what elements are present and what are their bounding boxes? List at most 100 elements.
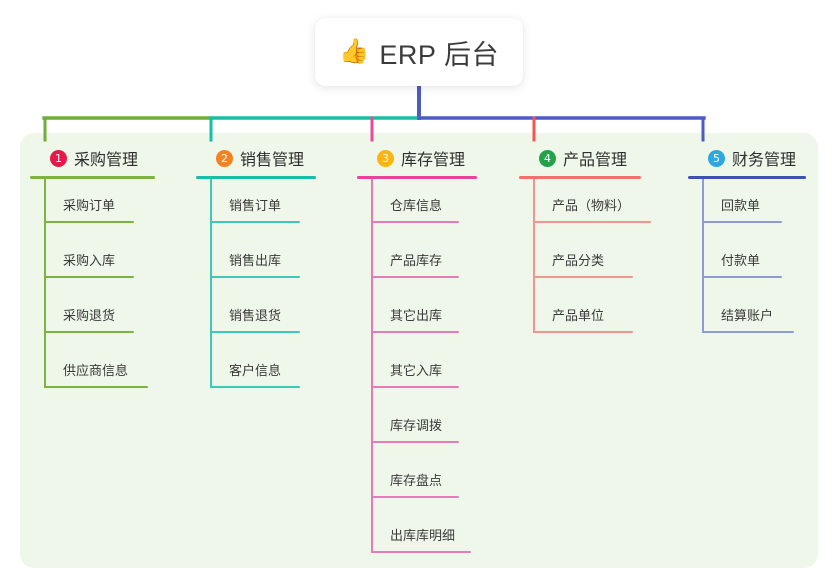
column-badge-5: 5 bbox=[708, 149, 725, 167]
tree-leaf-item[interactable]: 其它出库 bbox=[357, 289, 507, 344]
tree-leaf-label: 结算账户 bbox=[721, 308, 774, 323]
column-header-rule-1 bbox=[30, 176, 155, 179]
column-items-5: 回款单付款单结算账户 bbox=[688, 179, 818, 344]
tree-leaf-item[interactable]: 回款单 bbox=[688, 179, 818, 234]
tree-leaf-label: 销售订单 bbox=[229, 198, 282, 213]
tree-leaf-rule bbox=[210, 386, 300, 388]
tree-leaf-rule bbox=[533, 276, 633, 278]
tree-leaf-label: 付款单 bbox=[721, 253, 761, 268]
column-header-rule-3 bbox=[357, 176, 477, 179]
column-badge-3: 3 bbox=[377, 149, 394, 167]
tree-leaf-rule bbox=[371, 221, 459, 223]
thumbs-up-icon: 👍 bbox=[339, 38, 370, 65]
tree-leaf-label: 客户信息 bbox=[229, 363, 282, 378]
column-header-rule-2 bbox=[196, 176, 316, 179]
tree-leaf-label: 其它入库 bbox=[390, 363, 443, 378]
column-header-rule-5 bbox=[688, 176, 806, 179]
root-node-title: 👍 ERP 后台 bbox=[339, 33, 499, 72]
tree-leaf-rule bbox=[533, 331, 633, 333]
tree-leaf-item[interactable]: 库存盘点 bbox=[357, 454, 507, 509]
tree-leaf-label: 产品（物料） bbox=[552, 198, 631, 213]
column-5: 5 财务管理回款单付款单结算账户 bbox=[688, 146, 818, 344]
tree-leaf-rule bbox=[210, 331, 300, 333]
tree-leaf-label: 产品单位 bbox=[552, 308, 605, 323]
column-4: 4 产品管理产品（物料） 产品分类产品单位 bbox=[519, 146, 679, 344]
tree-leaf-rule bbox=[702, 221, 782, 223]
tree-leaf-rule bbox=[371, 496, 459, 498]
tree-leaf-rule bbox=[702, 276, 782, 278]
column-title-3: 库存管理 bbox=[401, 152, 466, 169]
column-badge-1: 1 bbox=[50, 149, 67, 167]
column-spine-1 bbox=[44, 179, 46, 388]
tree-leaf-rule bbox=[702, 331, 794, 333]
tree-leaf-label: 库存调拨 bbox=[390, 418, 443, 433]
column-title-5: 财务管理 bbox=[732, 152, 797, 169]
tree-leaf-item[interactable]: 销售订单 bbox=[196, 179, 346, 234]
column-spine-5 bbox=[702, 179, 704, 333]
tree-leaf-item[interactable]: 其它入库 bbox=[357, 344, 507, 399]
tree-leaf-rule bbox=[371, 331, 459, 333]
root-node-card[interactable]: 👍 ERP 后台 bbox=[315, 18, 523, 86]
tree-leaf-item[interactable]: 采购入库 bbox=[30, 234, 180, 289]
column-items-3: 仓库信息产品库存其它出库其它入库库存调拨库存盘点出库库明细 bbox=[357, 179, 507, 564]
column-items-2: 销售订单销售出库销售退货客户信息 bbox=[196, 179, 346, 399]
tree-leaf-label: 库存盘点 bbox=[390, 473, 443, 488]
tree-leaf-rule bbox=[371, 441, 459, 443]
tree-leaf-item[interactable]: 产品单位 bbox=[519, 289, 679, 344]
tree-leaf-item[interactable]: 产品（物料） bbox=[519, 179, 679, 234]
tree-leaf-item[interactable]: 结算账户 bbox=[688, 289, 818, 344]
tree-leaf-label: 出库库明细 bbox=[390, 528, 456, 543]
column-title-4: 产品管理 bbox=[563, 152, 628, 169]
column-title-1: 采购管理 bbox=[74, 152, 139, 169]
tree-leaf-item[interactable]: 客户信息 bbox=[196, 344, 346, 399]
tree-leaf-label: 产品库存 bbox=[390, 253, 443, 268]
tree-leaf-item[interactable]: 供应商信息 bbox=[30, 344, 180, 399]
tree-leaf-label: 销售出库 bbox=[229, 253, 282, 268]
column-header-5[interactable]: 5 财务管理 bbox=[688, 146, 818, 170]
tree-leaf-rule bbox=[44, 331, 134, 333]
tree-leaf-item[interactable]: 采购退货 bbox=[30, 289, 180, 344]
column-1: 1 采购管理采购订单采购入库采购退货供应商信息 bbox=[30, 146, 180, 399]
tree-leaf-item[interactable]: 销售出库 bbox=[196, 234, 346, 289]
tree-leaf-item[interactable]: 库存调拨 bbox=[357, 399, 507, 454]
column-header-4[interactable]: 4 产品管理 bbox=[519, 146, 679, 170]
tree-leaf-rule bbox=[210, 276, 300, 278]
tree-leaf-item[interactable]: 付款单 bbox=[688, 234, 818, 289]
tree-leaf-item[interactable]: 产品库存 bbox=[357, 234, 507, 289]
tree-leaf-rule bbox=[371, 276, 459, 278]
tree-leaf-rule bbox=[44, 276, 134, 278]
tree-leaf-label: 其它出库 bbox=[390, 308, 443, 323]
tree-panel-background bbox=[20, 133, 818, 568]
root-node-label: ERP 后台 bbox=[379, 39, 499, 70]
tree-leaf-rule bbox=[533, 221, 651, 223]
column-header-1[interactable]: 1 采购管理 bbox=[30, 146, 180, 170]
column-items-4: 产品（物料） 产品分类产品单位 bbox=[519, 179, 679, 344]
tree-leaf-item[interactable]: 销售退货 bbox=[196, 289, 346, 344]
column-header-3[interactable]: 3 库存管理 bbox=[357, 146, 507, 170]
tree-leaf-label: 采购订单 bbox=[63, 198, 116, 213]
tree-leaf-label: 采购退货 bbox=[63, 308, 116, 323]
tree-leaf-rule bbox=[44, 221, 134, 223]
tree-leaf-label: 供应商信息 bbox=[63, 363, 129, 378]
tree-leaf-label: 仓库信息 bbox=[390, 198, 443, 213]
column-badge-4: 4 bbox=[539, 149, 556, 167]
column-items-1: 采购订单采购入库采购退货供应商信息 bbox=[30, 179, 180, 399]
tree-leaf-label: 产品分类 bbox=[552, 253, 605, 268]
tree-leaf-item[interactable]: 出库库明细 bbox=[357, 509, 507, 564]
tree-leaf-rule bbox=[371, 551, 471, 553]
tree-leaf-item[interactable]: 产品分类 bbox=[519, 234, 679, 289]
column-spine-4 bbox=[533, 179, 535, 333]
tree-leaf-rule bbox=[371, 386, 459, 388]
column-spine-3 bbox=[371, 179, 373, 553]
column-header-rule-4 bbox=[519, 176, 641, 179]
tree-leaf-label: 回款单 bbox=[721, 198, 761, 213]
tree-leaf-item[interactable]: 仓库信息 bbox=[357, 179, 507, 234]
tree-leaf-rule bbox=[210, 221, 300, 223]
column-title-2: 销售管理 bbox=[240, 152, 305, 169]
tree-leaf-label: 销售退货 bbox=[229, 308, 282, 323]
column-3: 3 库存管理仓库信息产品库存其它出库其它入库库存调拨库存盘点出库库明细 bbox=[357, 146, 507, 564]
tree-leaf-item[interactable]: 采购订单 bbox=[30, 179, 180, 234]
